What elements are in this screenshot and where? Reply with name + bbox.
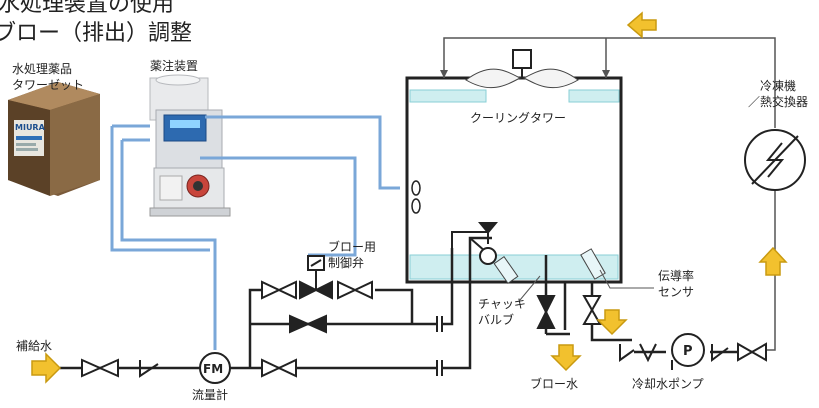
drain-arrow-icon — [596, 309, 628, 336]
pipe-flanges — [436, 316, 443, 376]
chiller-label-2: ／熱交換器 — [748, 94, 808, 109]
cooling-tower — [405, 49, 623, 284]
chemical-box: MIURA — [8, 82, 100, 196]
supply-arrow-icon — [758, 246, 788, 276]
check-valves — [139, 344, 729, 378]
chiller-symbol — [744, 129, 806, 191]
tower-wall-fittings — [411, 180, 421, 214]
valves — [81, 255, 767, 378]
flow-arrows — [31, 11, 788, 384]
pump-symbol: P — [683, 344, 693, 359]
sensor-label-1: 伝導率 — [658, 268, 694, 283]
header-line-2: ブロー（排出）調整 — [0, 21, 192, 46]
blow-valve-label-1: ブロー用 — [328, 239, 376, 254]
basin-probe — [493, 256, 519, 284]
check-valve-label-1: チャッキ — [478, 297, 526, 311]
chemical-box-label-1: 水処理薬品 — [12, 62, 72, 76]
cooling-tower-label: クーリングタワー — [470, 111, 566, 125]
box-brand: MIURA — [15, 123, 46, 132]
strainer — [639, 343, 657, 363]
signal-lines — [110, 115, 594, 350]
return-arrow-icon — [626, 11, 657, 39]
blow-valve-label-2: 制御弁 — [328, 255, 364, 270]
flow-meter — [199, 352, 231, 384]
conductivity-sensor — [580, 248, 606, 280]
chiller-label-1: 冷凍機 — [760, 78, 796, 93]
makeup-water-label: 補給水 — [16, 339, 52, 353]
injector-label: 薬注装置 — [150, 58, 198, 73]
cooling-pump-label: 冷却水ポンプ — [632, 377, 704, 391]
blow-water-arrow-icon — [550, 344, 582, 372]
injector-device — [149, 74, 231, 217]
flow-meter-symbol: FM — [203, 362, 223, 376]
makeup-arrow-icon — [31, 352, 62, 384]
cooling-pump — [671, 333, 705, 370]
flow-meter-label: 流量計 — [192, 387, 228, 402]
blow-water-label: ブロー水 — [530, 376, 578, 391]
sensor-label-2: センサ — [658, 285, 694, 299]
chemical-box-label-2: タワーゼット — [12, 78, 84, 92]
header-line-1: 水処理装置の使用 — [0, 0, 174, 17]
float-valve — [451, 222, 498, 265]
check-valve-label-2: バルブ — [478, 312, 514, 327]
